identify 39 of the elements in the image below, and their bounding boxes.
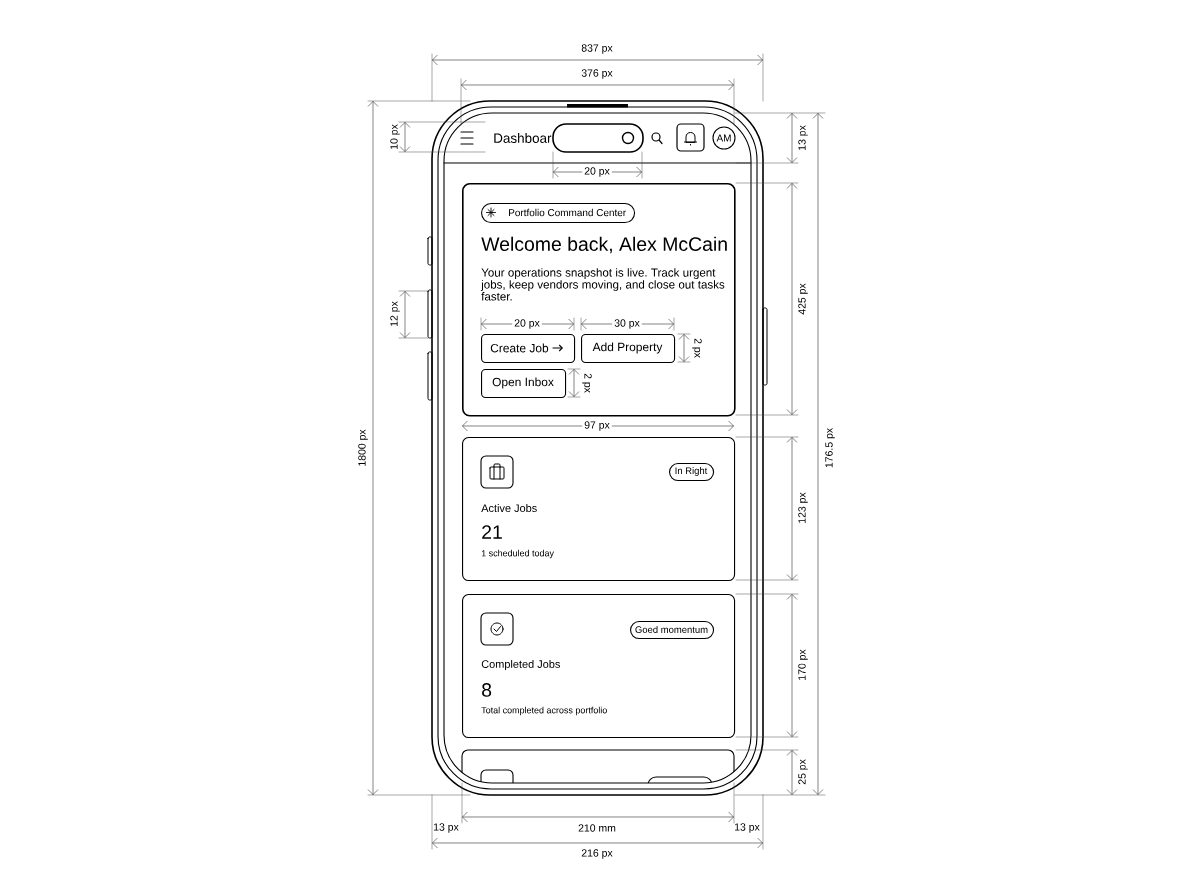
metric-caption: 1 scheduled today: [481, 549, 554, 559]
metric-card: [462, 437, 736, 582]
dimension-label: 216 px: [581, 849, 613, 859]
dimension-label: 13 px: [798, 125, 808, 150]
metric-value: 21: [482, 525, 502, 539]
dimension-label: 97 px: [582, 419, 612, 433]
create-job-button: Create Job: [481, 334, 576, 364]
label-anchor: Dashboar: [494, 133, 552, 143]
dimension-label: 170 px: [798, 649, 808, 680]
dimension-label: 20 px: [582, 165, 612, 179]
metric-card: [462, 594, 736, 739]
dimension-label: 176.5 px: [825, 428, 835, 468]
dimension-label: 13 px: [434, 823, 459, 833]
dimension-label: 12 px: [390, 301, 400, 326]
status-badge: Goed momentum: [630, 621, 715, 640]
dimension-label: 837 px: [581, 44, 613, 54]
dimension-label: 10 px: [390, 124, 400, 149]
metric-label: Active Jobs: [481, 504, 537, 512]
dimension-label: 425 px: [798, 283, 808, 315]
dimension-label: 210 mm: [578, 824, 616, 832]
body-text: Your operations snapshot is live. Track urgent jobs, keep vendors moving, and close out tasks faster.: [480, 268, 725, 301]
dimension-label: 20 px: [512, 317, 542, 331]
metric-label: Completed Jobs: [481, 659, 560, 671]
metric-caption: Total completed across portfolio: [481, 706, 607, 716]
dimension-label: 2 px: [692, 338, 702, 358]
add-property-button: Add Property: [581, 334, 676, 364]
hero-card: [462, 183, 736, 417]
chip: Portfolio Command Center: [481, 203, 636, 224]
status-badge: In Right: [669, 463, 715, 482]
dimension-label: 30 px: [612, 317, 642, 331]
dimension-label: 2 px: [582, 373, 592, 393]
dimension-label: 25 px: [798, 759, 808, 785]
dimension-label: 376 px: [581, 69, 613, 79]
open-inbox-button: Open Inbox: [481, 369, 567, 399]
metric-value: 8: [482, 683, 492, 697]
dimension-label: 123 px: [798, 492, 808, 523]
dimension-label: 13 px: [735, 823, 760, 833]
dimension-label: 1800 px: [358, 429, 368, 466]
heading: Welcome back, Alex McCain: [481, 236, 727, 254]
